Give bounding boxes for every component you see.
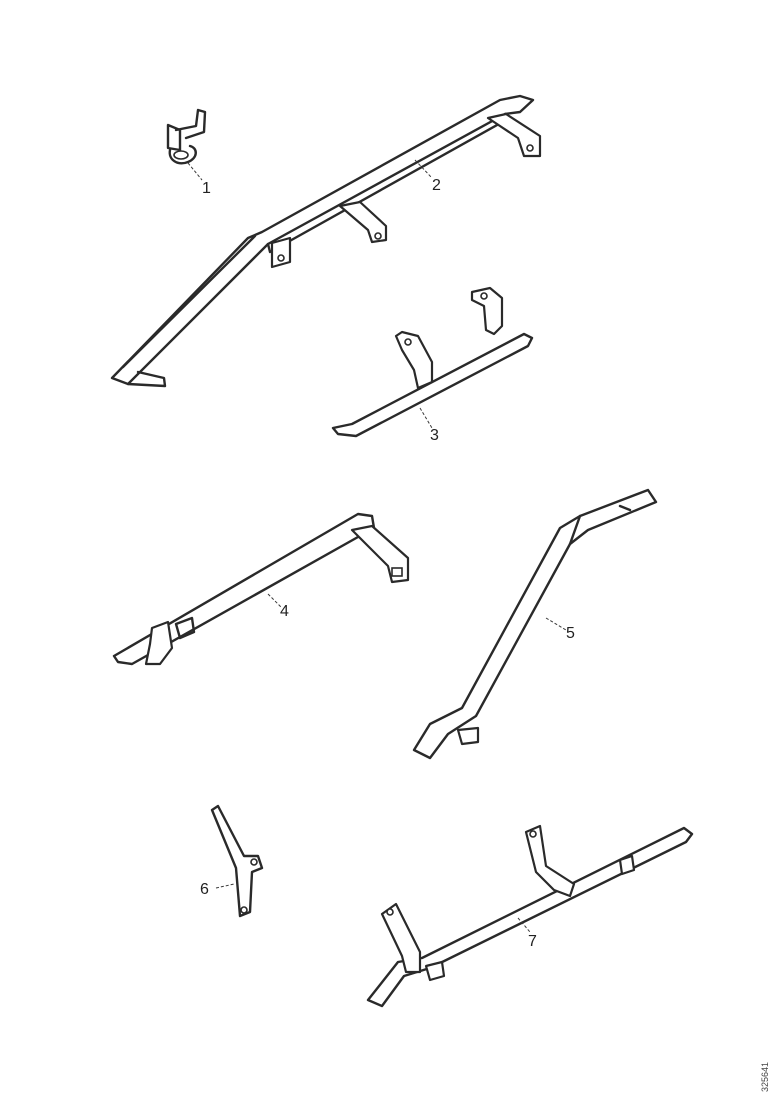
callout-1: 1 (202, 180, 211, 197)
callout-5: 5 (566, 625, 575, 642)
leader-3 (419, 407, 433, 429)
callout-4: 4 (280, 603, 289, 620)
part-4-rail (112, 512, 410, 666)
leader-4 (267, 593, 283, 609)
leader-7 (517, 917, 531, 933)
part-3-step-bar (331, 286, 534, 438)
leader-5 (545, 617, 567, 631)
part-7-rail (366, 824, 694, 1008)
callout-2: 2 (432, 177, 441, 194)
leader-6 (215, 883, 235, 889)
leader-1 (187, 162, 203, 181)
drawing-number: 325641 (760, 1062, 770, 1092)
part-1-bracket (166, 108, 207, 165)
leader-2 (414, 159, 433, 179)
part-5-rail (412, 488, 658, 760)
part-2-rail (110, 94, 542, 388)
part-6-strap (210, 804, 264, 918)
callout-7: 7 (528, 933, 537, 950)
callout-3: 3 (430, 427, 439, 444)
callout-6: 6 (200, 881, 209, 898)
